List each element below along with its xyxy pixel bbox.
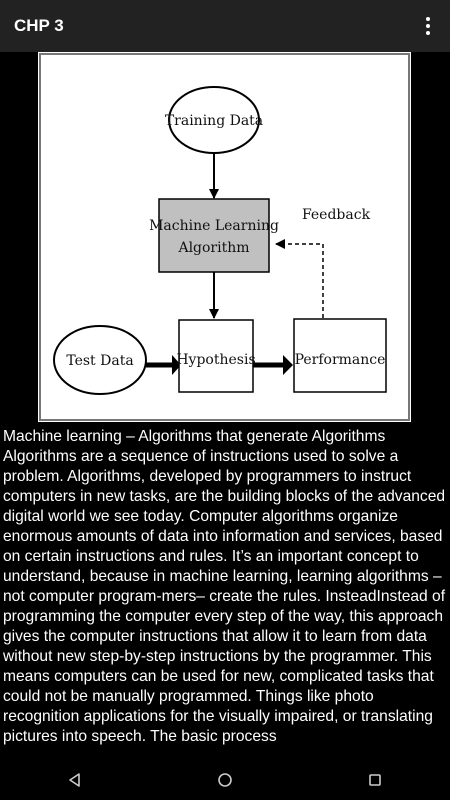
- app-bar: CHP 3: [0, 0, 450, 52]
- feedback-arrow: [275, 239, 324, 318]
- more-vert-icon[interactable]: [416, 14, 440, 38]
- ml-diagram: Training Data Machine Learning Algorithm…: [39, 53, 410, 421]
- hypothesis-node: [178, 319, 254, 393]
- performance-label: Performance: [295, 352, 386, 368]
- test-data-label: Test Data: [66, 353, 133, 369]
- article-body: Machine learning – Algorithms that gener…: [3, 428, 446, 745]
- training-data-label: Training Data: [165, 113, 263, 129]
- arrow-hypothesis-to-performance-head: [283, 355, 293, 375]
- content-scroll[interactable]: Training Data Machine Learning Algorithm…: [0, 52, 450, 760]
- performance-node: [293, 318, 387, 393]
- system-nav-bar: [0, 760, 450, 800]
- ml-algorithm-node: [158, 198, 270, 273]
- arrow-test-to-hypothesis-head: [172, 355, 181, 375]
- feedback-label: Feedback: [302, 207, 371, 223]
- ml-algorithm-label-line1: Machine Learning: [149, 218, 279, 234]
- back-triangle-icon[interactable]: [55, 760, 95, 800]
- ml-algorithm-label-line2: Algorithm: [177, 240, 249, 256]
- ml-diagram-image: Training Data Machine Learning Algorithm…: [38, 52, 411, 422]
- hypothesis-label: Hypothesis: [176, 352, 255, 368]
- home-circle-icon[interactable]: [205, 760, 245, 800]
- recents-square-icon[interactable]: [355, 760, 395, 800]
- page-title: CHP 3: [14, 16, 64, 35]
- test-data-node: [53, 325, 147, 395]
